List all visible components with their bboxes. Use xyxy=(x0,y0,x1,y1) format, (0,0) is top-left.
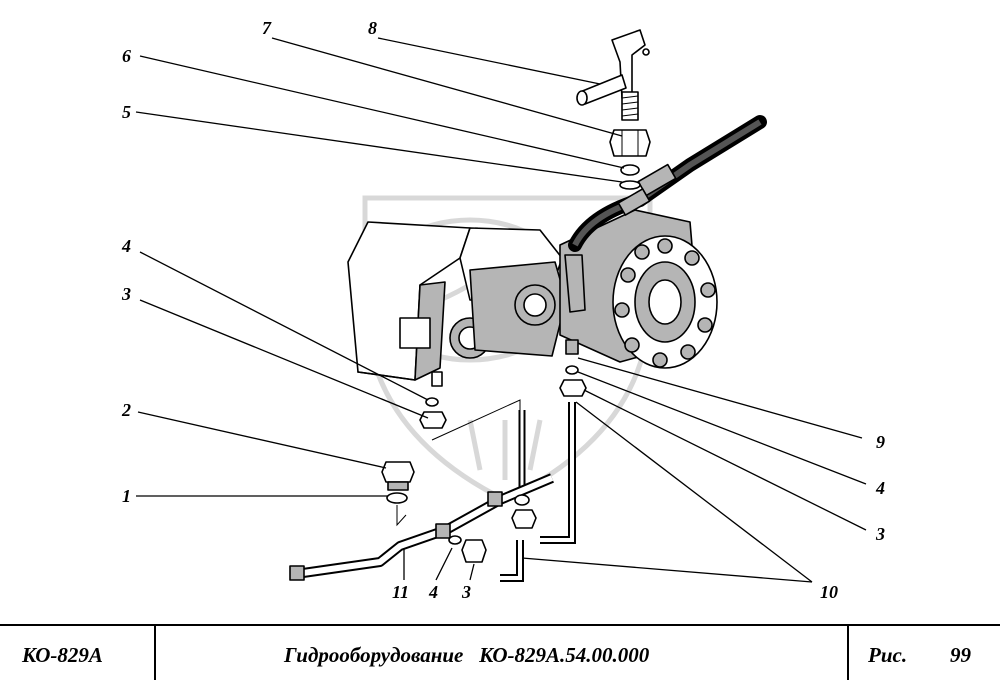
callout-1: 1 xyxy=(122,486,131,506)
assembly-arrows xyxy=(396,399,521,527)
part-10-pipes xyxy=(500,402,576,582)
part-7-nut xyxy=(609,129,651,157)
part-1-ring xyxy=(386,492,408,504)
callout-5: 5 xyxy=(122,102,131,122)
drawing-title: Гидрооборудование КО-829А.54.00.000 xyxy=(283,643,650,667)
callout-3-right: 3 xyxy=(875,524,885,544)
callout-10: 10 xyxy=(820,582,838,602)
part-4-ring-right xyxy=(565,365,579,375)
callout-4-right: 4 xyxy=(875,478,885,498)
part-3-nut-bottom xyxy=(461,539,487,563)
model-code: КО-829А xyxy=(21,643,103,667)
part-4-ring-left xyxy=(425,397,439,407)
callout-2: 2 xyxy=(121,400,131,420)
callout-6: 6 xyxy=(122,46,131,66)
callout-7: 7 xyxy=(262,18,272,38)
callout-8: 8 xyxy=(368,18,377,38)
part-3-nut-mid xyxy=(511,509,537,529)
part-3-nut-right xyxy=(559,379,587,397)
part-4-ring-bottom xyxy=(448,535,462,545)
callout-3-left: 3 xyxy=(121,284,131,304)
callout-9: 9 xyxy=(876,432,885,452)
callout-4-bottom: 4 xyxy=(428,582,438,602)
leader-lines xyxy=(135,37,867,583)
callout-labels: 7 8 6 5 4 3 2 1 9 4 3 10 11 4 3 xyxy=(121,18,885,602)
part-2-plug xyxy=(381,461,415,491)
pump-assembly xyxy=(347,209,718,387)
figure-label: Рис. xyxy=(867,643,907,667)
pump-drain-port xyxy=(431,371,443,387)
callout-4-left: 4 xyxy=(121,236,131,256)
pressure-hose xyxy=(564,115,767,313)
callout-3-bottom: 3 xyxy=(461,582,471,602)
title-block: КО-829А Гидрооборудование КО-829А.54.00.… xyxy=(0,624,1000,680)
part-8-valve xyxy=(576,29,650,121)
part-5-ring xyxy=(619,180,641,190)
motor-bottom-fitting xyxy=(565,339,579,355)
part-3-nut-left xyxy=(419,411,447,429)
flange-bolts xyxy=(614,238,716,368)
part-6-ring xyxy=(620,164,640,176)
part-11-return-line xyxy=(289,473,554,581)
callout-11: 11 xyxy=(392,582,409,602)
figure-number: 99 xyxy=(950,643,972,667)
